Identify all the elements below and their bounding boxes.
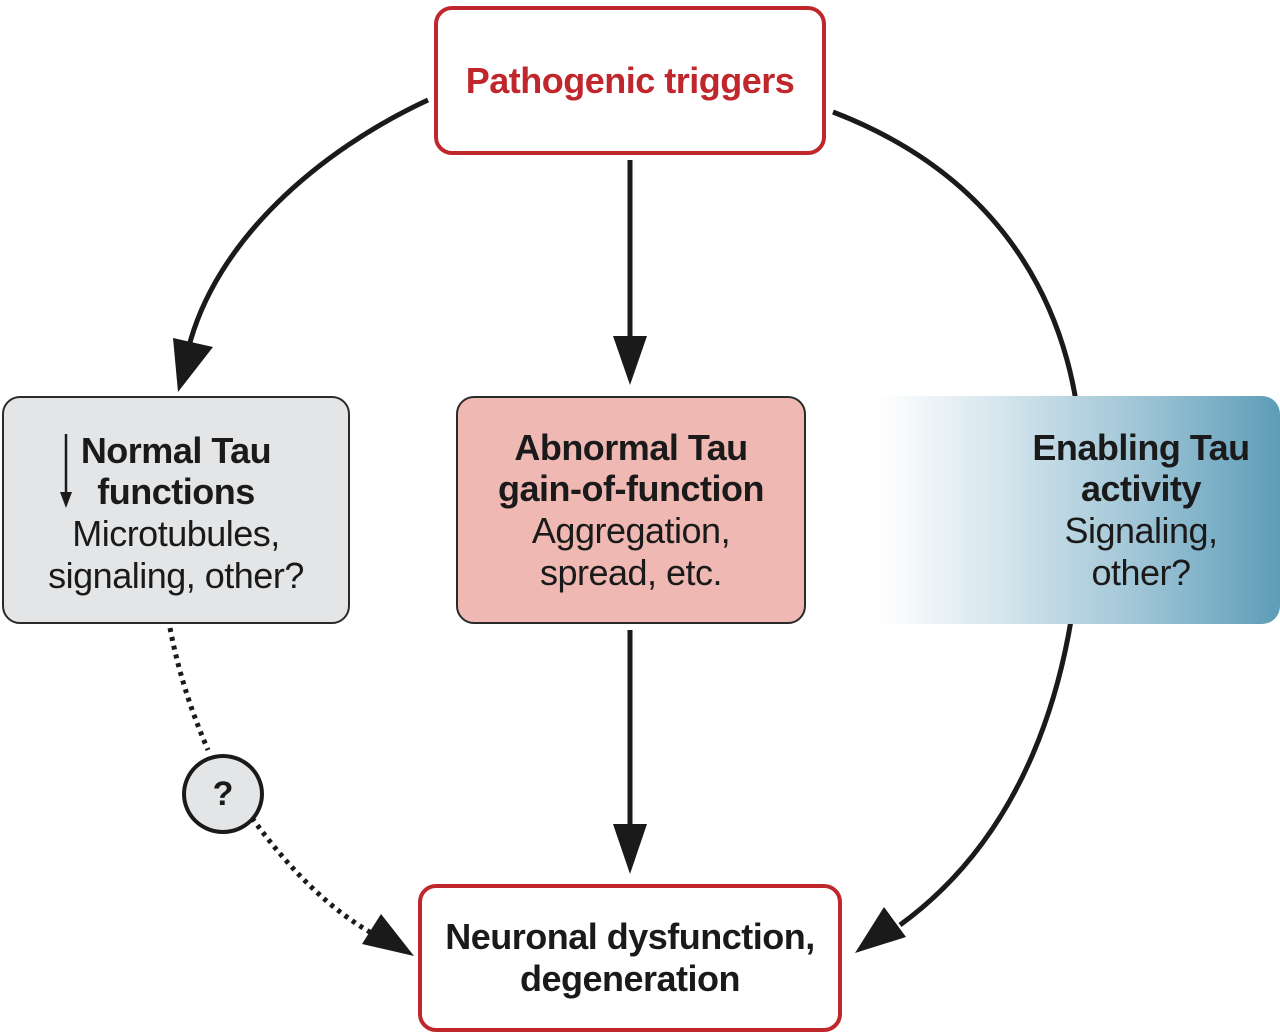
normal-tau-title-line1: Normal Tau [59,429,272,508]
normal-tau-title-text: Normal Tau [80,429,272,471]
enabling-tau-detail-line2: other? [1091,551,1191,593]
question-mark-badge: ? [182,754,264,834]
arrow-triggers-to-normal [185,97,430,351]
arrowhead-outcome-right [855,907,906,953]
outcome-title-line2: degeneration [519,958,741,999]
dotted-link-lower [249,816,377,938]
arrowhead-outcome-center [613,824,647,874]
abnormal-tau-box: Abnormal Tau gain-of-function Aggregatio… [456,396,806,624]
enabling-tau-detail-line1: Signaling, [1064,510,1218,551]
normal-tau-detail-line2: signaling, other? [48,554,304,596]
dotted-link-upper [167,627,211,751]
arrowhead-normal [173,338,213,392]
normal-tau-detail-line1: Microtubules, [72,513,280,554]
enabling-tau-title-line1: Enabling Tau [1032,426,1250,468]
abnormal-tau-detail-line1: Aggregation, [531,510,731,551]
arrowhead-abnormal [613,336,647,385]
normal-tau-box: Normal Tau functions Microtubules, signa… [2,396,350,624]
abnormal-tau-detail-line2: spread, etc. [539,551,723,593]
abnormal-tau-title-line1: Abnormal Tau [514,426,748,468]
neuronal-outcome-box: Neuronal dysfunction, degeneration [418,884,842,1032]
down-arrow-icon [59,433,72,508]
pathogenic-triggers-title: Pathogenic triggers [465,59,795,101]
normal-tau-title-line2: functions [97,471,255,513]
enabling-tau-title-line2: activity [1080,468,1202,510]
pathogenic-triggers-box: Pathogenic triggers [434,6,826,155]
abnormal-tau-title-line2: gain-of-function [498,468,764,510]
question-mark-label: ? [212,774,234,813]
outcome-title-line1: Neuronal dysfunction, [445,916,815,958]
arrowhead-outcome-left [362,914,414,956]
enabling-tau-box: Enabling Tau activity Signaling, other? [878,396,1280,624]
